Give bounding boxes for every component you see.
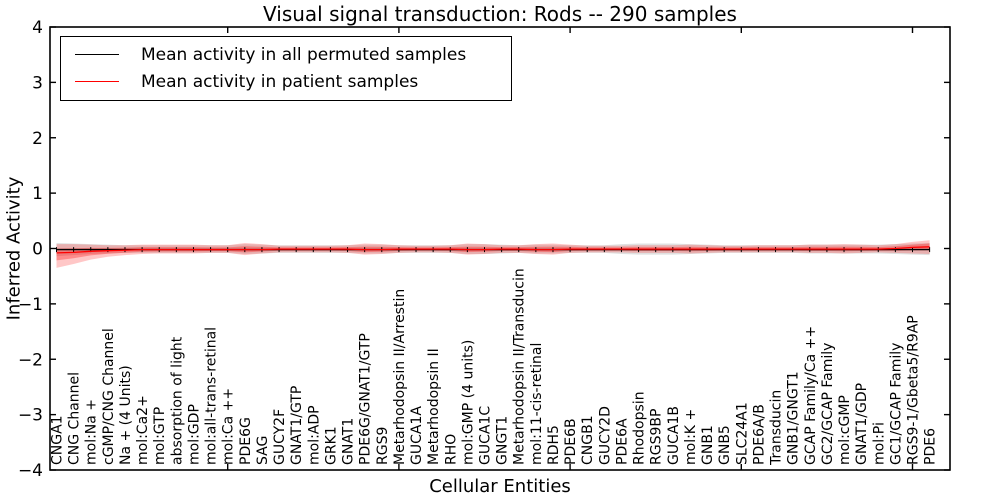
x-category-label: GNAT1 bbox=[341, 418, 357, 465]
x-category-label: mol:GTP bbox=[152, 407, 168, 465]
x-category-label: GNAT1/GDP bbox=[854, 383, 870, 465]
patient-inner-band bbox=[56, 243, 930, 261]
patient-mean-line bbox=[56, 246, 930, 254]
x-category-label: mol:all-trans-retinal bbox=[204, 327, 220, 465]
y-tick-label: 2 bbox=[32, 129, 43, 149]
legend-line-sample-black bbox=[75, 54, 119, 55]
x-category-label: cGMP/CNG Channel bbox=[101, 328, 117, 465]
x-category-label: absorption of light bbox=[169, 336, 185, 465]
x-category-label: PDE6B bbox=[563, 418, 579, 465]
legend-label: Mean activity in all permuted samples bbox=[141, 44, 467, 65]
x-category-label: mol:Na + bbox=[84, 399, 100, 465]
x-category-label: mol:ADP bbox=[306, 405, 322, 465]
x-category-label: RGS9BP bbox=[649, 409, 665, 465]
y-tick-label: 4 bbox=[32, 18, 43, 38]
x-category-label: RHO bbox=[443, 434, 459, 465]
chart-title: Visual signal transduction: Rods -- 290 … bbox=[263, 2, 737, 26]
x-category-label: GUCA1A bbox=[409, 406, 425, 465]
x-category-label: mol:K + bbox=[683, 409, 699, 465]
x-category-label: CNGA1 bbox=[50, 415, 66, 465]
x-category-label: CNGB1 bbox=[580, 415, 596, 465]
x-category-label: mol:Pi bbox=[871, 422, 887, 465]
y-tick-label: −3 bbox=[18, 406, 43, 426]
x-category-label: Rhodopsin bbox=[632, 391, 648, 465]
legend-item-permuted: Mean activity in all permuted samples bbox=[61, 41, 511, 68]
x-category-label: GC1/GCAP Family bbox=[888, 343, 904, 465]
x-category-label: GRK1 bbox=[323, 426, 339, 465]
x-category-label: mol:11-cis-retinal bbox=[529, 343, 545, 465]
x-category-label: SAG bbox=[255, 436, 271, 465]
x-category-label: GUCA1C bbox=[478, 406, 494, 465]
x-category-label: mol:GMP (4 units) bbox=[460, 340, 476, 465]
x-category-label: mol:cGMP bbox=[837, 395, 853, 465]
legend-label: Mean activity in patient samples bbox=[141, 71, 419, 92]
y-tick-label: −2 bbox=[18, 350, 43, 370]
patient-confidence-band bbox=[56, 240, 930, 268]
x-category-label: mol:Ca2+ bbox=[135, 395, 151, 465]
x-category-label: GUCY2F bbox=[272, 409, 288, 465]
x-category-label: PDE6G bbox=[238, 417, 254, 465]
x-category-label: PDE6A bbox=[615, 418, 631, 465]
x-category-label: Transducin bbox=[769, 390, 785, 466]
x-category-label: GC2/GCAP Family bbox=[820, 343, 836, 465]
y-tick-label: −1 bbox=[18, 295, 43, 315]
legend-box: Mean activity in all permuted samples Me… bbox=[60, 36, 512, 101]
x-category-label: PDE6 bbox=[923, 428, 939, 465]
x-category-label: GNB5 bbox=[717, 425, 733, 465]
x-category-label: CNG Channel bbox=[67, 372, 83, 465]
legend-line-sample-red bbox=[75, 81, 119, 82]
x-category-label: GNAT1/GTP bbox=[289, 386, 305, 465]
x-category-label: RGS9-1/Gbeta5/R9AP bbox=[906, 315, 922, 465]
legend-item-patient: Mean activity in patient samples bbox=[61, 68, 511, 95]
x-category-label: GNGT1 bbox=[495, 416, 511, 465]
x-category-label: PDE6G/GNAT1/GTP bbox=[358, 333, 374, 465]
x-category-label: PDE6A/B bbox=[751, 404, 767, 465]
x-category-label: GNB1/GNGT1 bbox=[786, 371, 802, 465]
y-tick-label: 3 bbox=[32, 73, 43, 93]
y-tick-label: −4 bbox=[18, 461, 43, 481]
x-category-label: Metarhodopsin II bbox=[426, 348, 442, 465]
x-category-label: GNB1 bbox=[700, 425, 716, 465]
x-category-label: Na + (4 Units) bbox=[118, 365, 134, 465]
x-category-label: RDH5 bbox=[546, 425, 562, 465]
x-category-label: mol:Ca ++ bbox=[221, 388, 237, 465]
x-category-label: GUCA1B bbox=[666, 406, 682, 465]
x-category-label: Metarhodopsin II/Arrestin bbox=[392, 289, 408, 465]
x-category-label: GCAP Family/Ca ++ bbox=[803, 326, 819, 465]
x-axis-label: Cellular Entities bbox=[429, 476, 571, 497]
y-tick-label: 1 bbox=[32, 184, 43, 204]
x-category-label: mol:GDP bbox=[187, 404, 203, 465]
y-tick-label: 0 bbox=[32, 240, 43, 260]
x-category-label: GUCY2D bbox=[597, 406, 613, 465]
x-category-label: Metarhodopsin II/Transducin bbox=[512, 268, 528, 465]
x-category-label: RGS9 bbox=[375, 427, 391, 465]
x-category-label: SLC24A1 bbox=[734, 402, 750, 465]
